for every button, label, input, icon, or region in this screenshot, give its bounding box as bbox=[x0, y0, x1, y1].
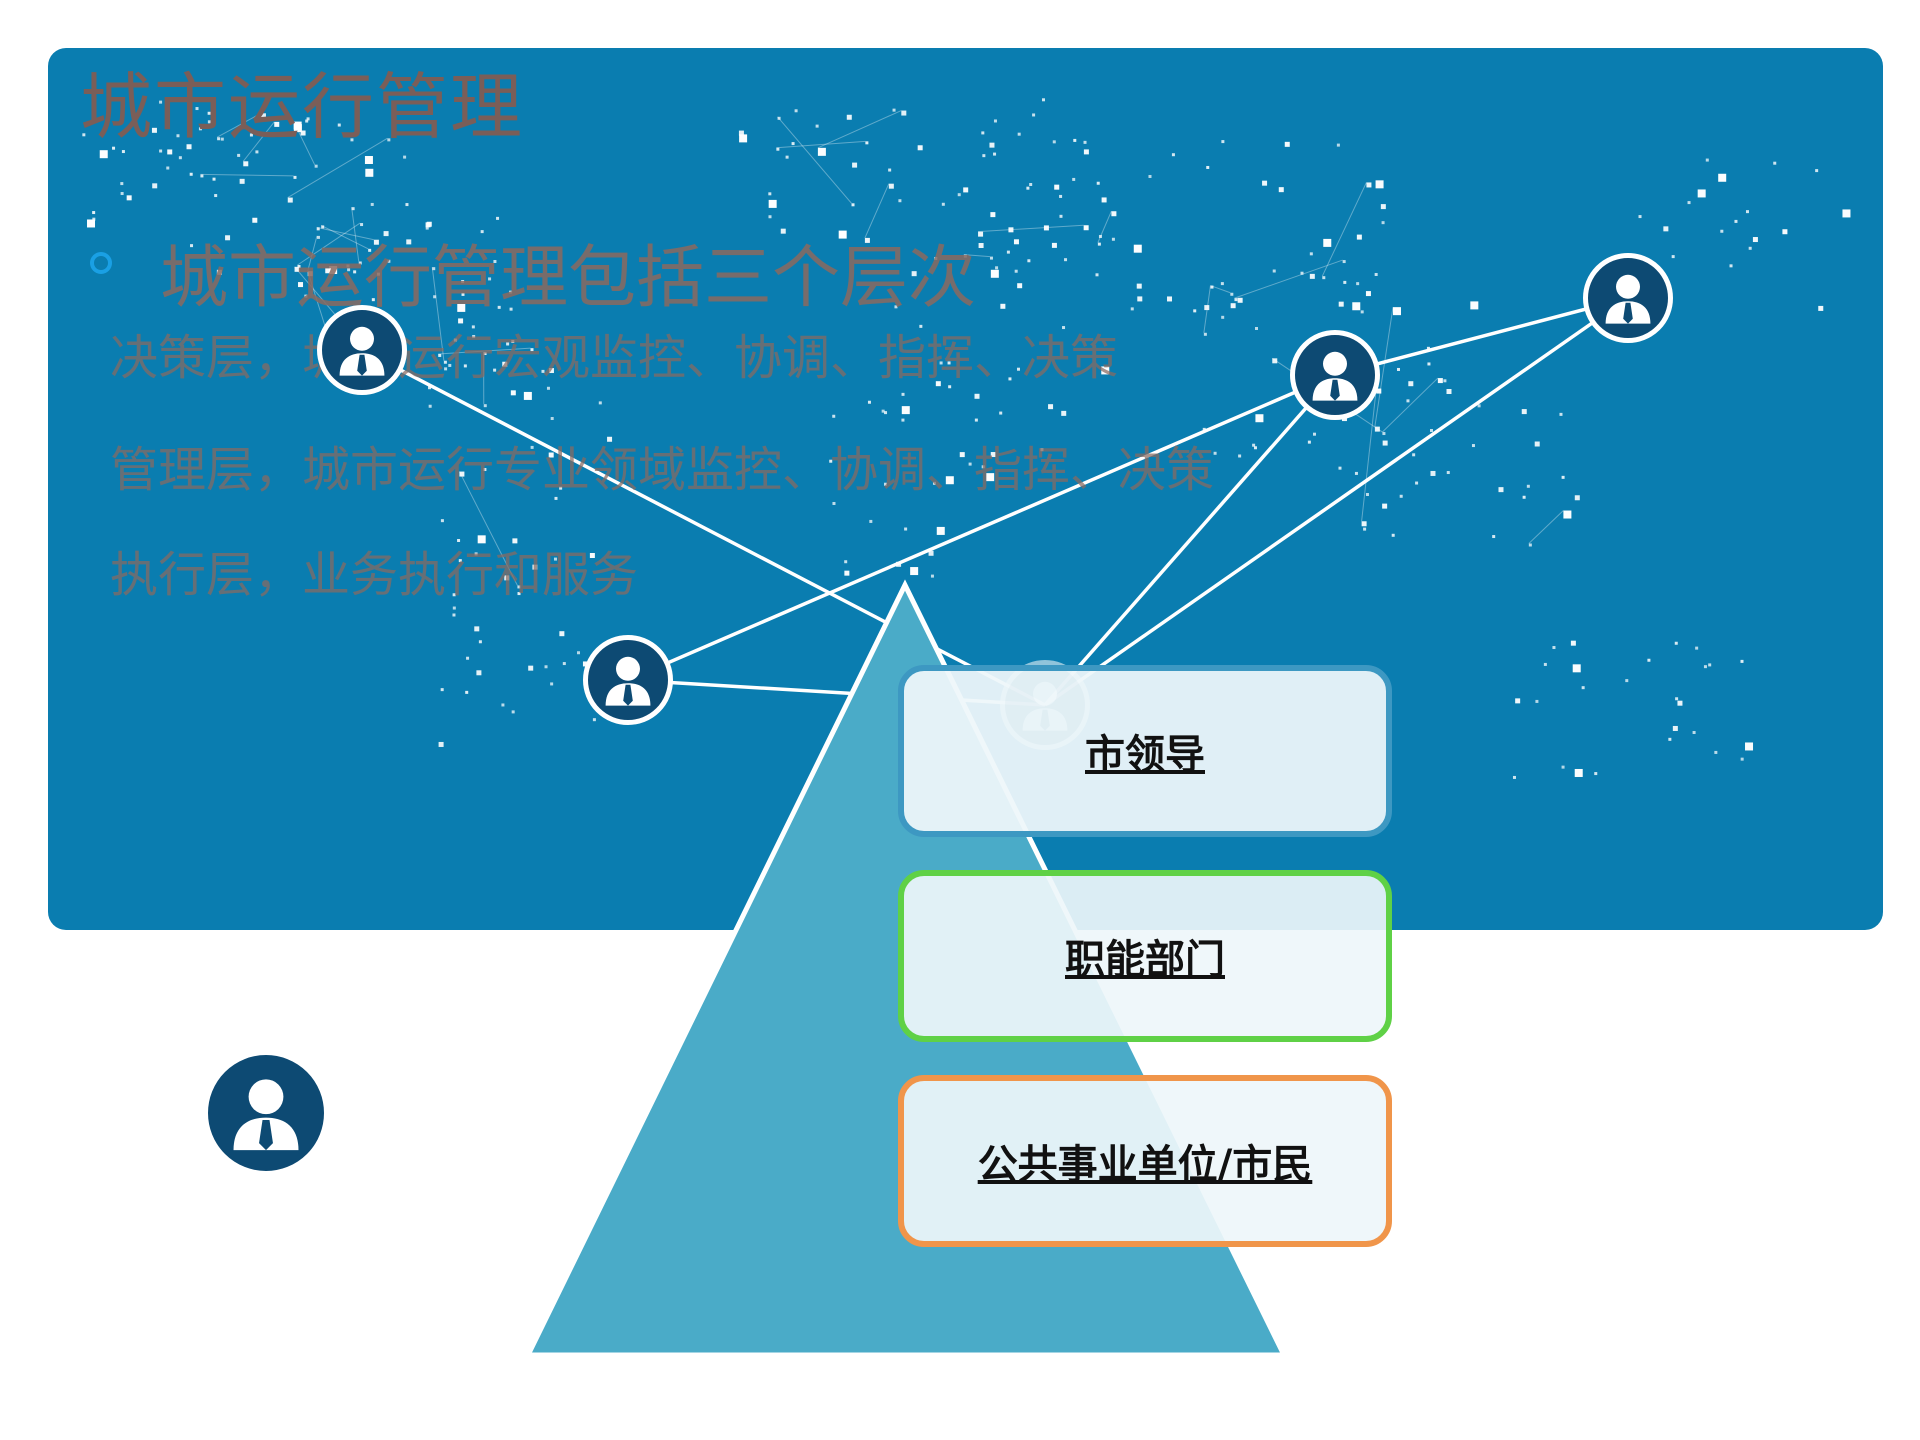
level-description-decision: 决策层，城市运行宏观监控、协调、指挥、决策 bbox=[110, 330, 1119, 386]
level-label: 职能部门 bbox=[1065, 937, 1225, 983]
person-icon bbox=[203, 1050, 329, 1176]
level-public-units-citizens[interactable]: 公共事业单位/市民 bbox=[898, 1075, 1392, 1247]
subtitle: 城市运行管理包括三个层次 bbox=[160, 239, 977, 318]
level-description-execution: 执行层，业务执行和服务 bbox=[110, 547, 639, 603]
network-dots-layer bbox=[82, 98, 1851, 779]
person-icon bbox=[583, 635, 673, 725]
level-description-management: 管理层，城市运行专业领域监控、协调、指挥、决策 bbox=[110, 442, 1215, 498]
person-icon bbox=[1583, 253, 1673, 343]
page-title: 城市运行管理 bbox=[80, 65, 525, 149]
level-label: 市领导 bbox=[1085, 732, 1205, 778]
person-icon bbox=[317, 305, 407, 395]
level-label: 公共事业单位/市民 bbox=[977, 1142, 1313, 1188]
person-icon bbox=[1290, 330, 1380, 420]
level-functional-departments[interactable]: 职能部门 bbox=[898, 870, 1392, 1042]
level-city-leaders[interactable]: 市领导 bbox=[898, 665, 1392, 837]
bullet-icon bbox=[90, 252, 112, 274]
